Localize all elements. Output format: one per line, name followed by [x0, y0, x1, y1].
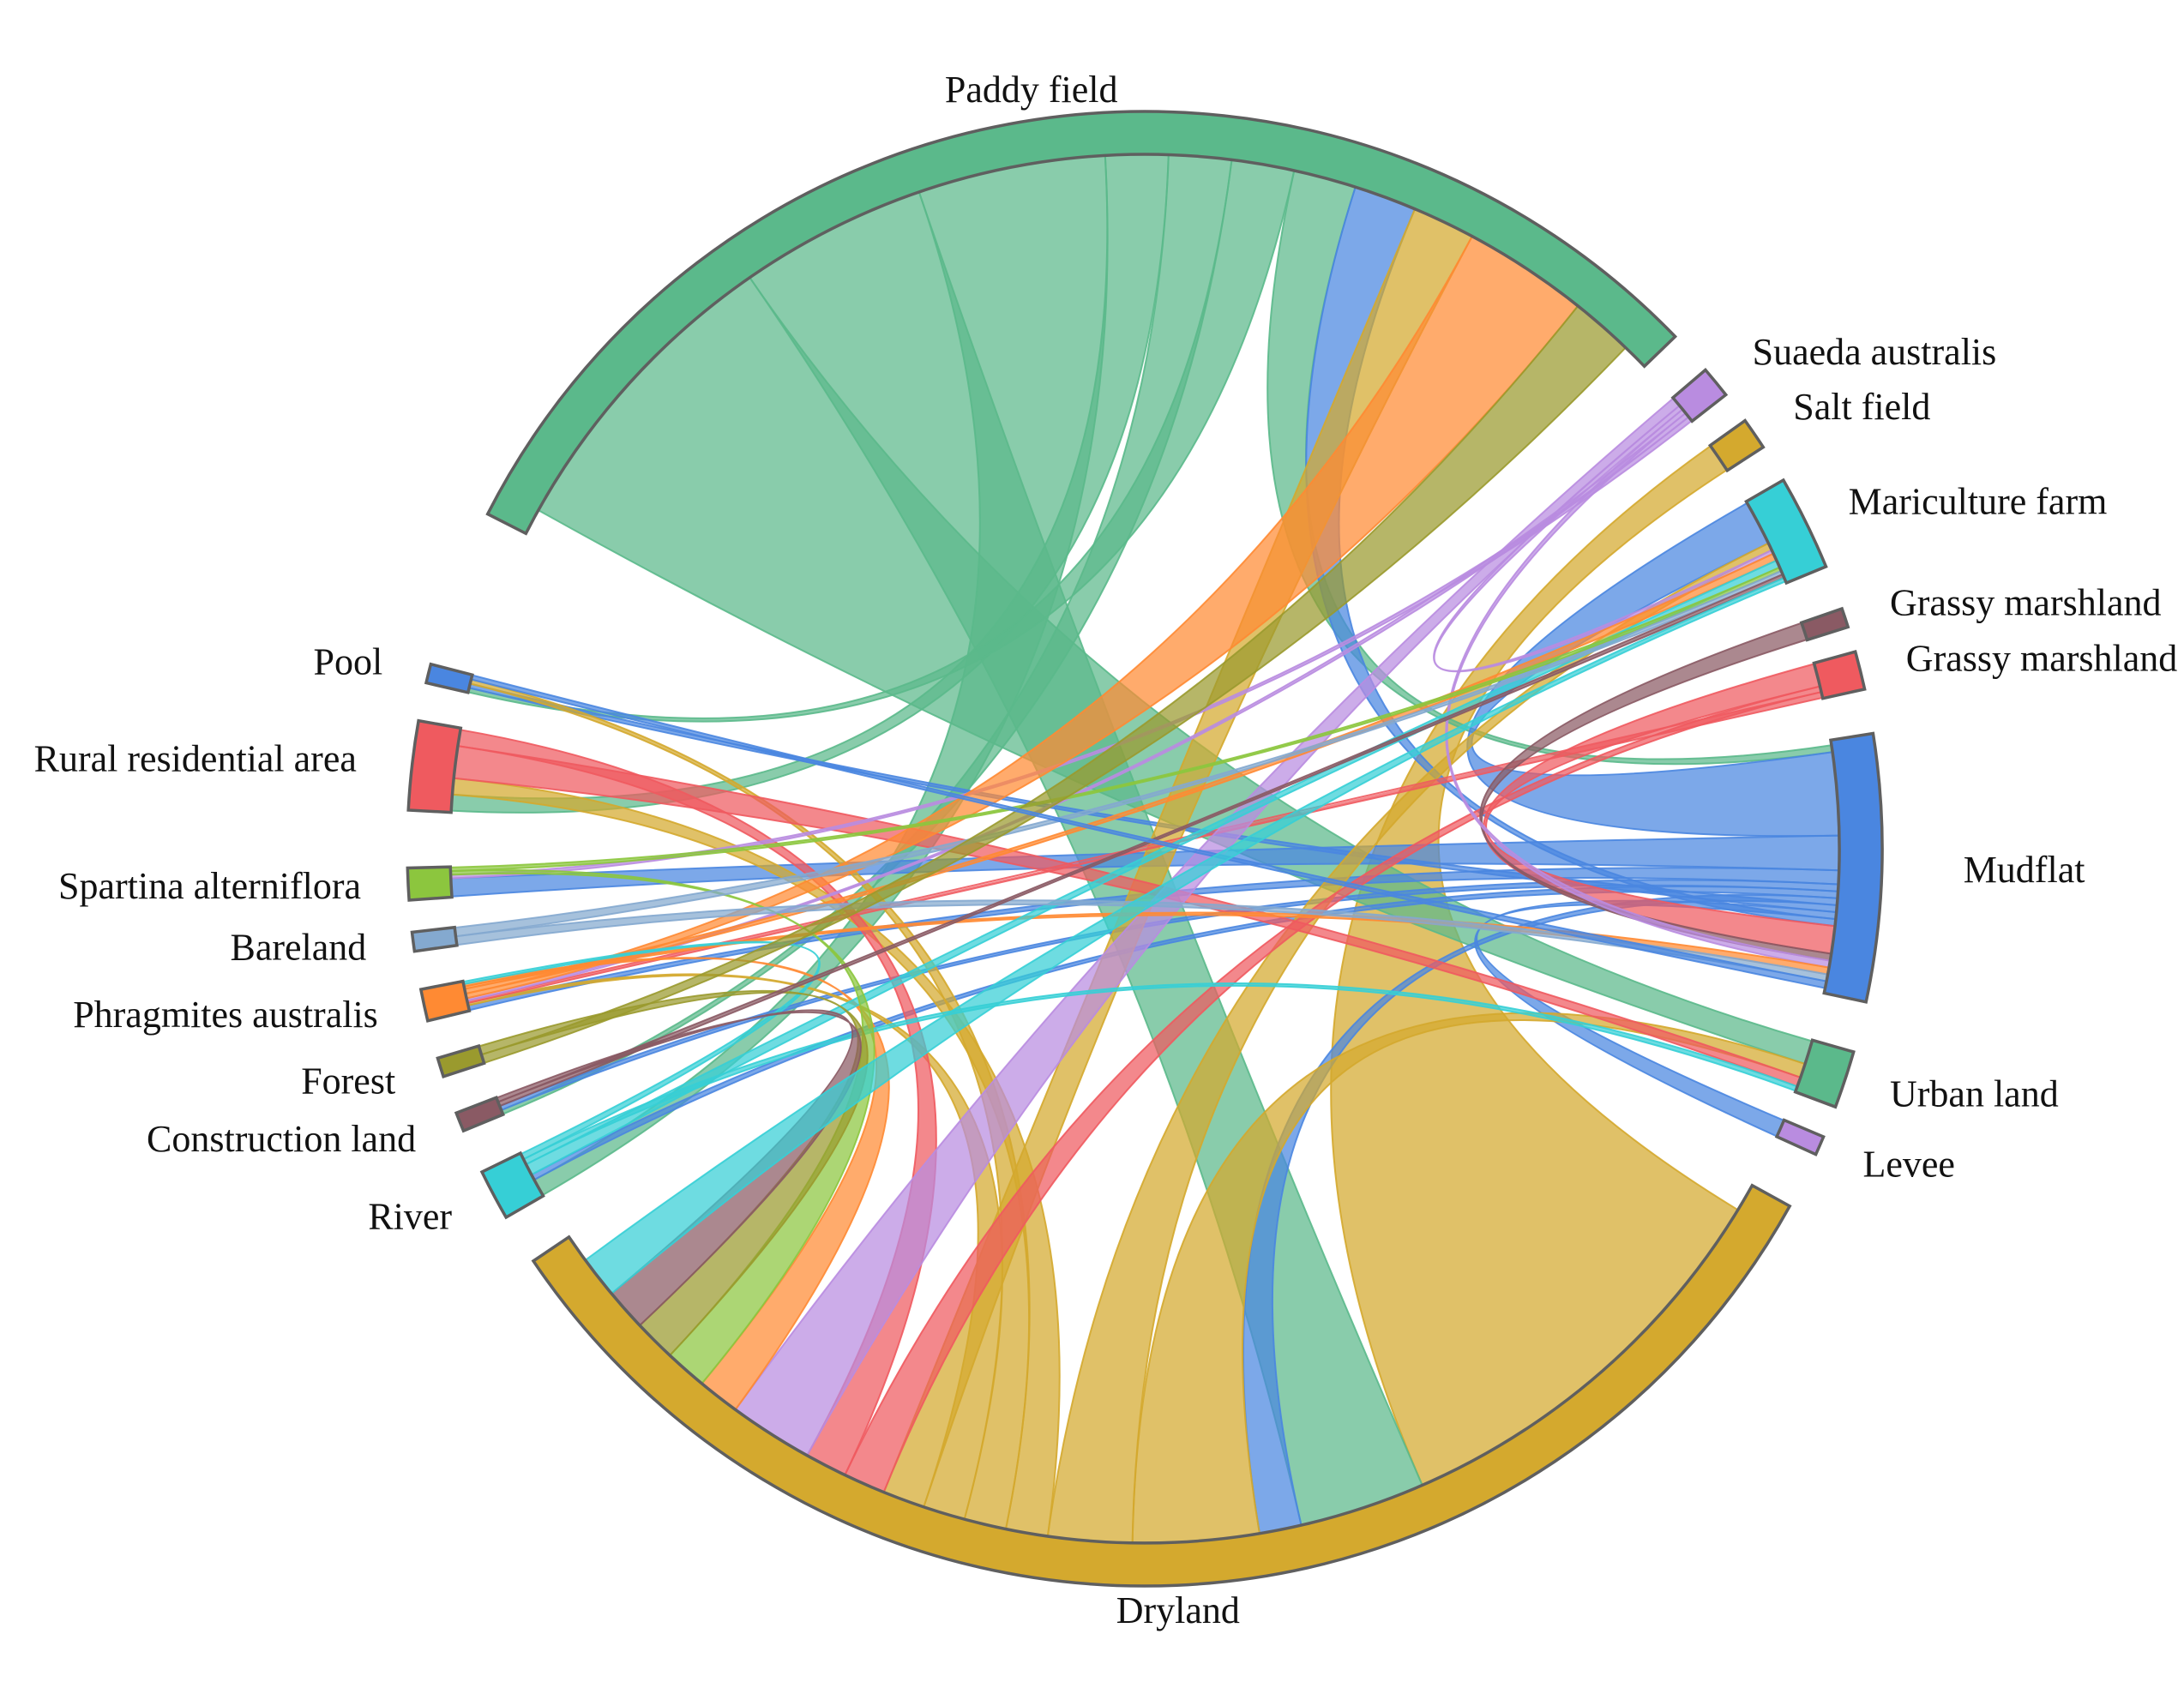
- label-grassy2: Grassy marshland: [1906, 638, 2178, 680]
- arc-phragmites: [418, 979, 472, 1023]
- label-construction: Construction land: [147, 1118, 416, 1160]
- label-suaeda: Suaeda australis: [1753, 331, 1997, 373]
- ribbon-layer: [449, 153, 1841, 1544]
- arc-dryland: [531, 1183, 1792, 1588]
- arc-bareland: [410, 925, 459, 953]
- arc-river: [479, 1150, 545, 1220]
- arc-paddy: [485, 110, 1678, 536]
- label-grassy1: Grassy marshland: [1890, 582, 2162, 624]
- arc-rural: [406, 718, 463, 814]
- arc-urban: [1793, 1038, 1856, 1109]
- label-paddy: Paddy field: [945, 69, 1118, 111]
- label-spartina: Spartina alterniflora: [58, 865, 361, 907]
- label-forest: Forest: [301, 1060, 395, 1102]
- arc-grassy2: [1812, 650, 1867, 700]
- label-salt: Salt field: [1793, 386, 1930, 428]
- label-phragmites: Phragmites australis: [73, 994, 378, 1036]
- label-dryland: Dryland: [1116, 1589, 1240, 1631]
- arc-maricult: [1744, 478, 1828, 586]
- arc-levee: [1774, 1118, 1826, 1156]
- label-maricult: Mariculture farm: [1849, 480, 2108, 522]
- arc-suaeda: [1670, 368, 1729, 424]
- label-mudflat: Mudflat: [1964, 849, 2085, 891]
- label-levee: Levee: [1863, 1144, 1955, 1186]
- arc-construction: [454, 1096, 505, 1133]
- arc-grassy1: [1799, 606, 1850, 642]
- label-river: River: [368, 1196, 452, 1238]
- arc-spartina: [406, 865, 454, 902]
- arc-pool: [424, 662, 474, 694]
- arc-mudflat: [1822, 731, 1884, 1004]
- label-urban: Urban land: [1890, 1073, 2059, 1115]
- label-bareland: Bareland: [230, 927, 366, 969]
- arc-forest: [436, 1043, 486, 1079]
- arc-salt: [1707, 418, 1766, 473]
- ribbon-dryland-to-urban: [1131, 1012, 1807, 1544]
- arc-layer: [406, 110, 1884, 1588]
- label-pool: Pool: [313, 641, 382, 683]
- label-rural: Rural residential area: [34, 737, 357, 779]
